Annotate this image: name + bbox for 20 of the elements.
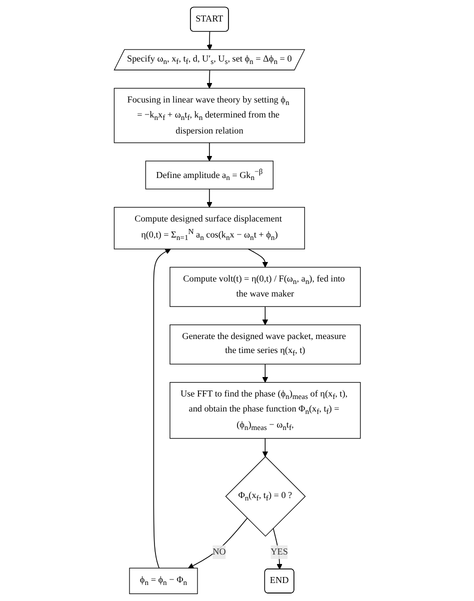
node-box — [169, 382, 360, 439]
node-box — [169, 324, 360, 364]
node-box — [128, 568, 198, 594]
arrow — [262, 364, 268, 383]
arrow — [248, 248, 268, 268]
edge-label: YES — [270, 547, 288, 558]
node-box — [114, 206, 305, 250]
node-box — [114, 88, 305, 144]
node-box — [145, 160, 274, 190]
arrow — [152, 248, 171, 569]
edge-label: NO — [212, 547, 226, 558]
arrow — [262, 306, 268, 326]
arrow — [206, 31, 212, 50]
arrow — [262, 438, 268, 457]
node-diamond — [224, 456, 306, 537]
arrow — [206, 142, 212, 162]
arrow — [188, 518, 248, 568]
arrow — [206, 188, 212, 208]
arrow — [206, 70, 212, 89]
node-box — [169, 266, 360, 307]
